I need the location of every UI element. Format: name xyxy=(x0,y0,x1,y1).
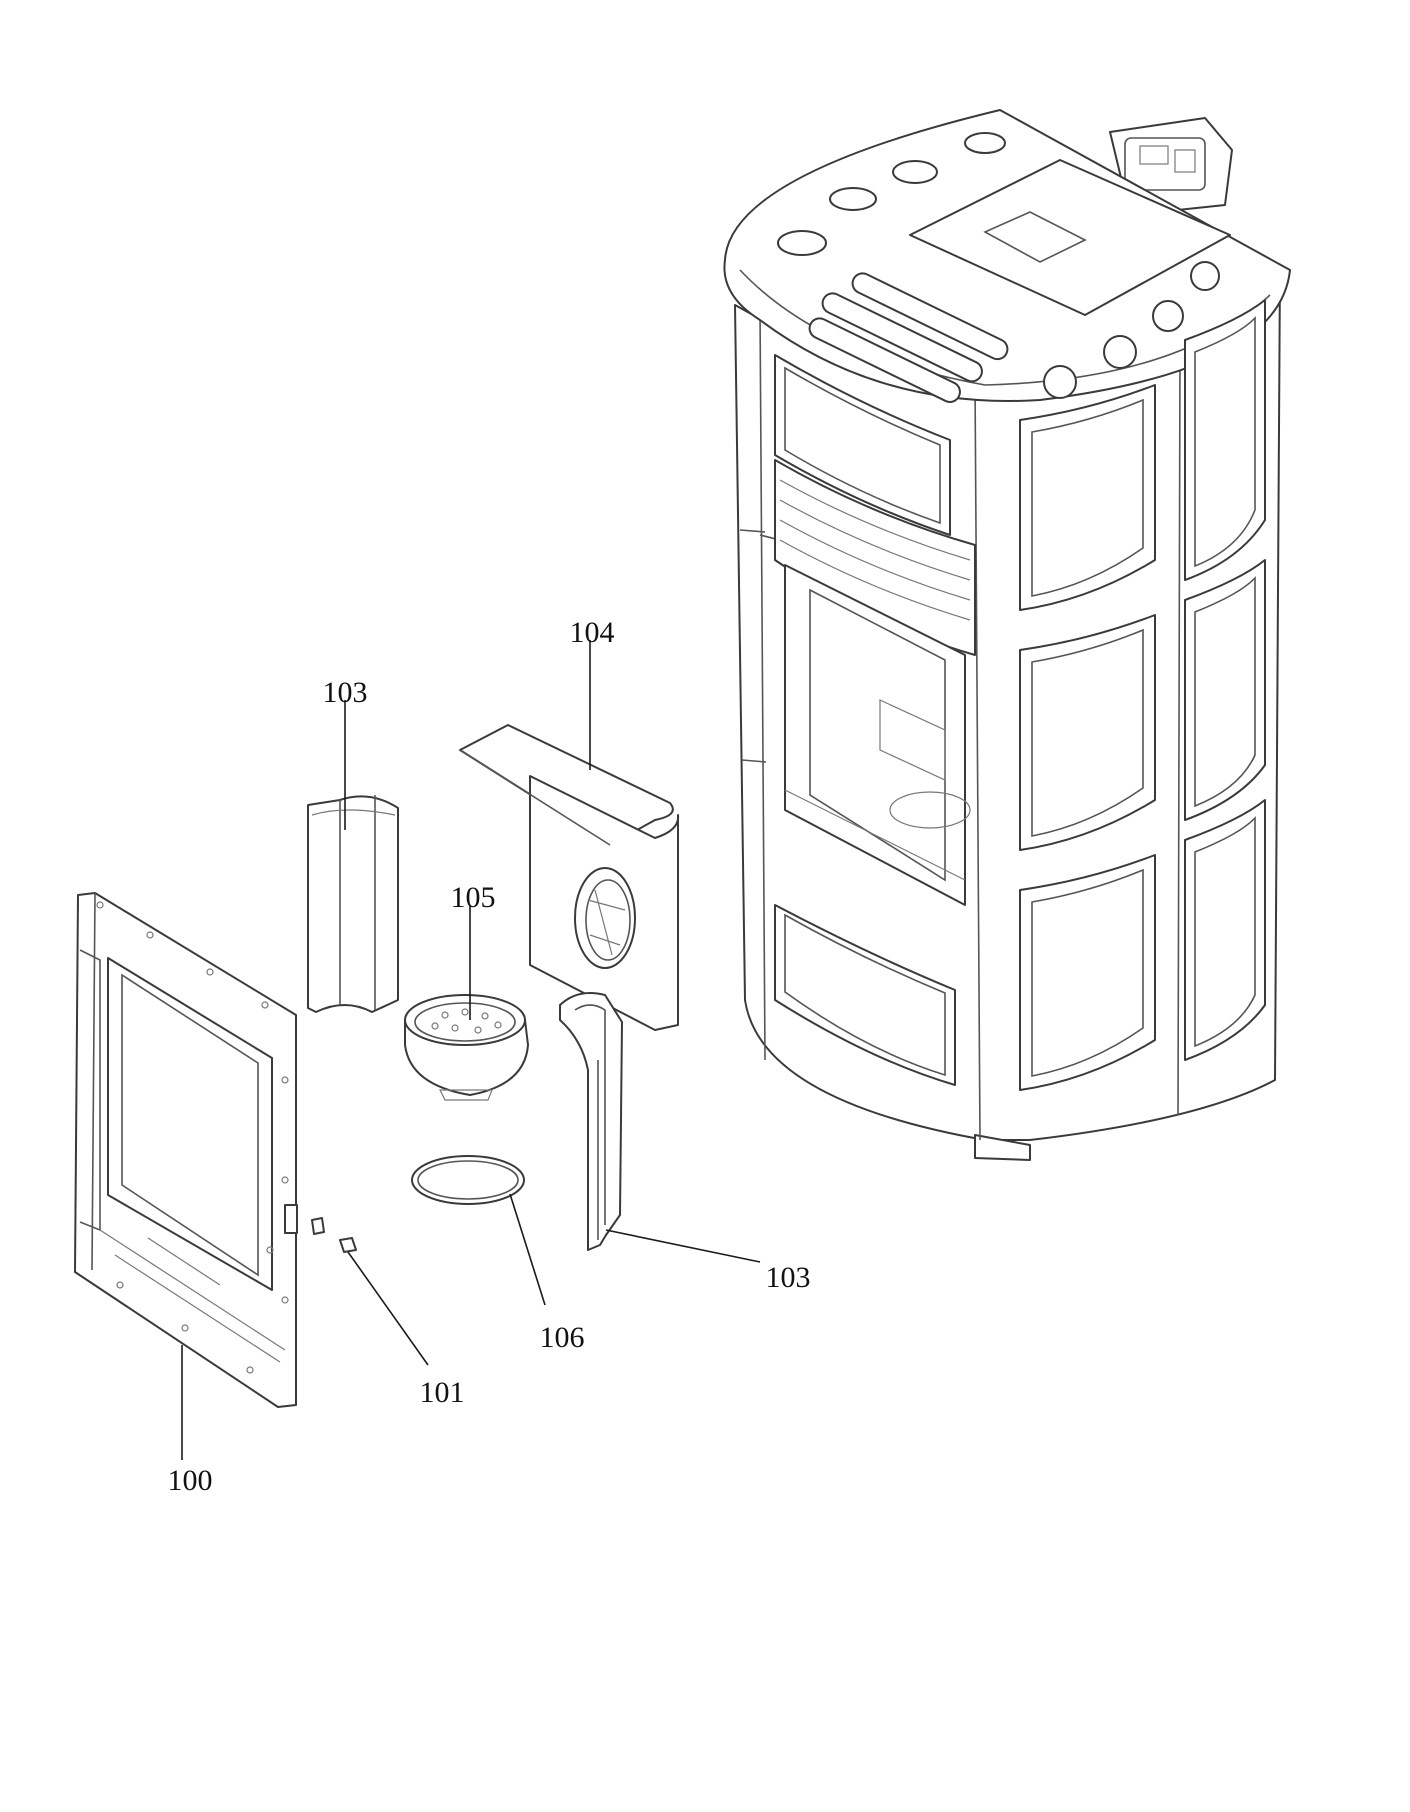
label-104: 104 xyxy=(570,616,615,649)
pellet-stove-body xyxy=(723,109,1291,1161)
label-101: 101 xyxy=(420,1376,465,1409)
leader-103-right xyxy=(605,1229,761,1263)
label-100: 100 xyxy=(168,1464,213,1497)
part-105-burn-pot xyxy=(404,994,529,1101)
part-104-deflector xyxy=(459,724,680,1031)
label-103-left: 103 xyxy=(323,676,368,709)
leader-101 xyxy=(347,1251,429,1366)
part-103-left-lining xyxy=(307,795,399,1013)
part-100-door xyxy=(74,892,298,1408)
label-103-right: 103 xyxy=(766,1261,811,1294)
leader-106 xyxy=(509,1193,546,1306)
label-106: 106 xyxy=(540,1321,585,1354)
leader-lines xyxy=(181,640,761,1460)
label-105: 105 xyxy=(451,881,496,914)
part-106-gasket xyxy=(411,1155,525,1205)
part-labels: 103 104 105 103 106 101 100 xyxy=(168,616,811,1497)
part-101-pin xyxy=(311,1217,357,1253)
part-103-right-lining xyxy=(559,992,623,1251)
